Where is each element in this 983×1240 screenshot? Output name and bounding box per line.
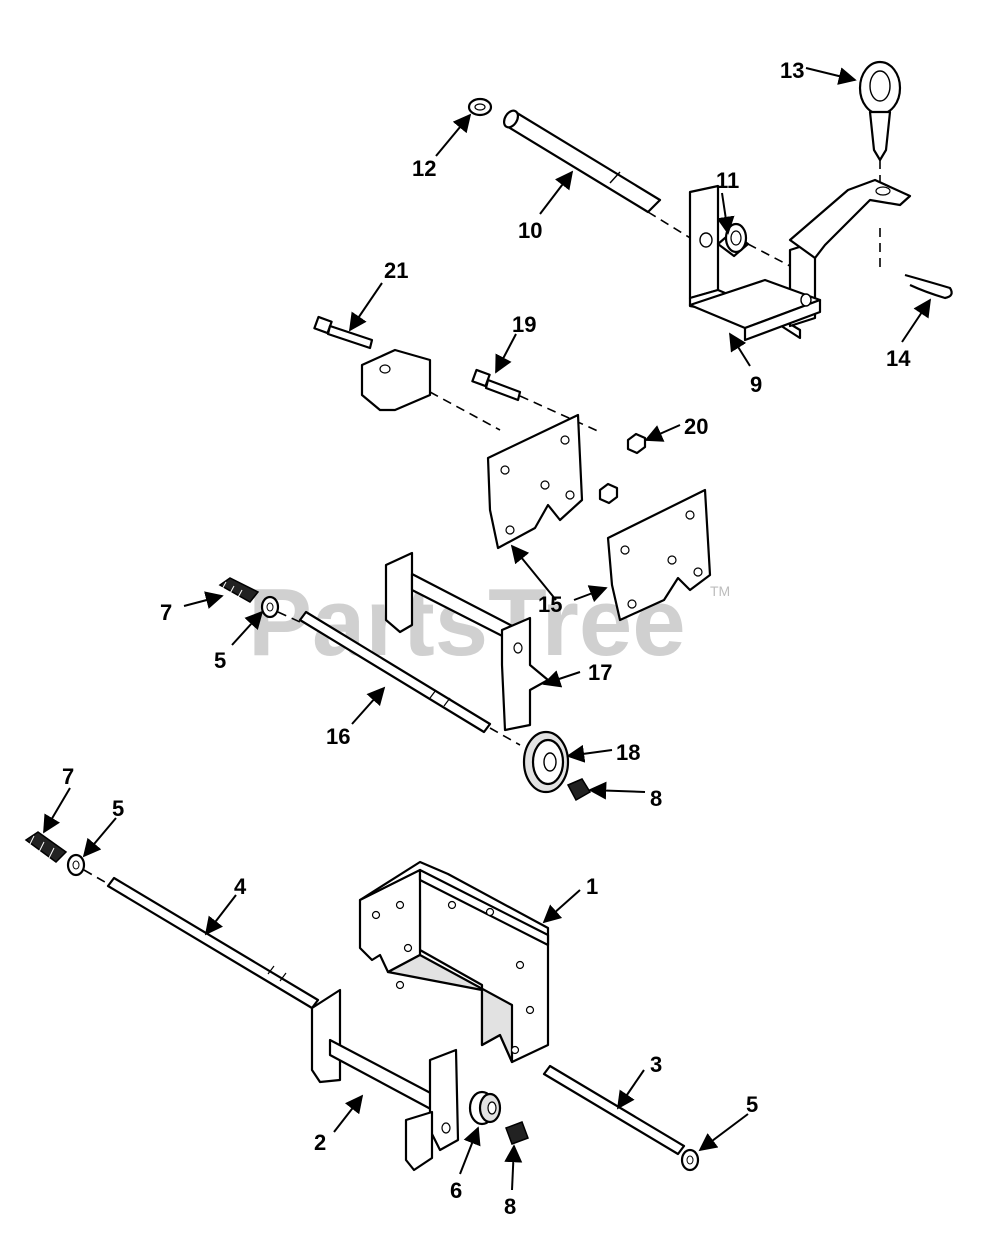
callout-4: 4 bbox=[234, 874, 247, 899]
callout-5-lower-right: 5 bbox=[746, 1092, 758, 1117]
part-8-set-screw-upper bbox=[566, 778, 592, 802]
part-5-washer-upper bbox=[260, 595, 301, 623]
callout-8-lower: 8 bbox=[504, 1194, 516, 1219]
part-6-hub bbox=[468, 1090, 502, 1126]
part-21-bolt bbox=[313, 315, 374, 350]
part-7-spring-upper bbox=[218, 577, 260, 603]
callout-1: 1 bbox=[586, 874, 598, 899]
callout-8-upper: 8 bbox=[650, 786, 662, 811]
part-5-washer-lower-right bbox=[680, 1148, 700, 1172]
callout-11: 11 bbox=[716, 168, 739, 193]
callout-3: 3 bbox=[650, 1052, 662, 1077]
callout-13: 13 bbox=[780, 58, 804, 83]
part-18-pulley bbox=[522, 730, 570, 794]
part-13-hitch-pin bbox=[858, 60, 902, 185]
callout-18: 18 bbox=[616, 740, 640, 765]
callout-14: 14 bbox=[886, 346, 911, 371]
part-17-lift-arm bbox=[384, 551, 550, 732]
part-3-rod bbox=[542, 1064, 686, 1156]
leader-lines bbox=[43, 67, 931, 1191]
part-7-spring-lower bbox=[24, 831, 68, 863]
part-14-hairpin-cotter bbox=[879, 228, 953, 300]
part-2-lift-arm-lower bbox=[310, 988, 460, 1172]
part-15-mounting-plate-lower bbox=[606, 488, 712, 622]
callout-5-upper: 5 bbox=[214, 648, 226, 673]
mounting-block bbox=[360, 348, 501, 431]
callout-10: 10 bbox=[518, 218, 542, 243]
callout-20: 20 bbox=[684, 414, 708, 439]
part-12-retaining-ring bbox=[467, 97, 493, 117]
part-9-hitch-bracket bbox=[688, 178, 912, 342]
part-4-long-rod bbox=[106, 876, 320, 1010]
callout-16: 16 bbox=[326, 724, 350, 749]
callout-labels: 1 2 3 4 5 5 5 5 6 7 7 8 8 9 10 11 12 13 … bbox=[62, 58, 911, 1219]
part-20-nut bbox=[598, 432, 647, 505]
callout-15: 15 bbox=[538, 592, 562, 617]
part-16-shaft bbox=[298, 610, 521, 746]
part-15-mounting-plate-upper bbox=[486, 413, 584, 550]
callout-9: 9 bbox=[750, 372, 762, 397]
callout-2: 2 bbox=[314, 1130, 326, 1155]
part-11-bushing bbox=[716, 222, 791, 267]
part-5-washer-lower-left bbox=[66, 853, 111, 886]
callout-12: 12 bbox=[412, 156, 436, 181]
callout-6: 6 bbox=[450, 1178, 462, 1203]
callout-5-lower-left: 5 bbox=[112, 796, 124, 821]
watermark-trademark: TM bbox=[710, 583, 730, 599]
callout-19: 19 bbox=[512, 312, 536, 337]
part-8-set-screw-lower bbox=[505, 1121, 529, 1145]
callout-17: 17 bbox=[588, 660, 612, 685]
callout-7-upper: 7 bbox=[160, 600, 172, 625]
callout-7-lower: 7 bbox=[62, 764, 74, 789]
part-1-main-bracket bbox=[358, 860, 550, 1064]
callout-21: 21 bbox=[384, 258, 408, 283]
part-19-bolt bbox=[471, 368, 601, 433]
